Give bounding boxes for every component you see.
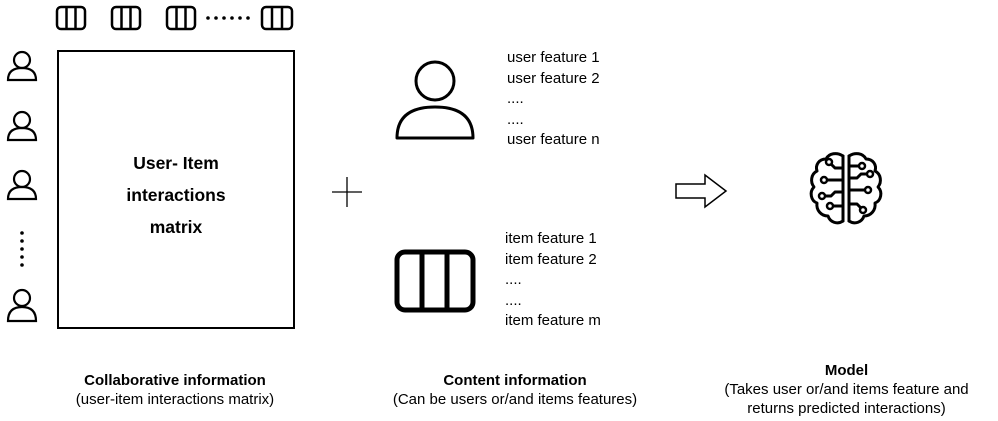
user-feature-item: user feature 1 bbox=[507, 49, 600, 66]
ellipsis-dots-vertical bbox=[20, 231, 24, 267]
user-feature-item: .... bbox=[507, 110, 524, 128]
matrix-label-line: User- Item bbox=[133, 153, 219, 173]
user-icon bbox=[6, 288, 38, 323]
plus-icon bbox=[332, 177, 362, 207]
collaborative-caption-subtitle: (user-item interactions matrix) bbox=[75, 391, 275, 408]
item-feature-item: .... bbox=[505, 271, 522, 288]
collaborative-caption-title: Collaborative information bbox=[84, 372, 266, 389]
matrix-label-line: interactions bbox=[126, 185, 226, 205]
item-icon bbox=[394, 249, 476, 313]
model-caption: Model (Takes user or/and items feature a… bbox=[695, 361, 998, 418]
user-feature-item: user feature n bbox=[507, 131, 600, 148]
user-feature-item: user feature 2 bbox=[507, 69, 600, 87]
user-icon bbox=[395, 60, 475, 140]
model-caption-line: returns predicted interactions) bbox=[747, 400, 946, 417]
user-icon bbox=[6, 50, 38, 82]
user-icon-column bbox=[6, 50, 38, 323]
item-icon-row bbox=[55, 5, 294, 31]
content-caption-title: Content information bbox=[443, 372, 587, 389]
item-feature-list: item feature 1 item feature 2 .... .... … bbox=[505, 229, 601, 332]
item-feature-item: item feature 2 bbox=[505, 250, 597, 268]
content-caption-subtitle: (Can be users or/and items features) bbox=[392, 391, 638, 408]
model-caption-title: Model bbox=[824, 362, 869, 379]
item-feature-item: item feature m bbox=[505, 312, 601, 329]
brain-circuit-icon bbox=[809, 152, 883, 225]
item-icon bbox=[165, 5, 197, 31]
item-icon bbox=[260, 5, 294, 31]
matrix-label: User- Item interactions matrix bbox=[59, 147, 293, 243]
user-icon bbox=[6, 110, 38, 142]
model-caption-line: (Takes user or/and items feature and bbox=[724, 381, 969, 398]
ellipsis-dots-horizontal bbox=[206, 16, 250, 20]
user-feature-list: user feature 1 user feature 2 .... .... … bbox=[507, 48, 600, 151]
matrix-label-line: matrix bbox=[149, 217, 203, 237]
content-caption: Content information (Can be users or/and… bbox=[355, 371, 675, 409]
interaction-matrix-box: User- Item interactions matrix bbox=[57, 50, 295, 329]
collaborative-caption: Collaborative information (user-item int… bbox=[30, 371, 320, 409]
item-icon bbox=[55, 5, 87, 31]
item-feature-item: item feature 1 bbox=[505, 230, 597, 247]
item-icon bbox=[110, 5, 142, 31]
user-feature-item: .... bbox=[507, 90, 524, 107]
item-feature-item: .... bbox=[505, 291, 522, 309]
user-icon bbox=[6, 169, 38, 201]
arrow-right-icon bbox=[675, 173, 728, 209]
